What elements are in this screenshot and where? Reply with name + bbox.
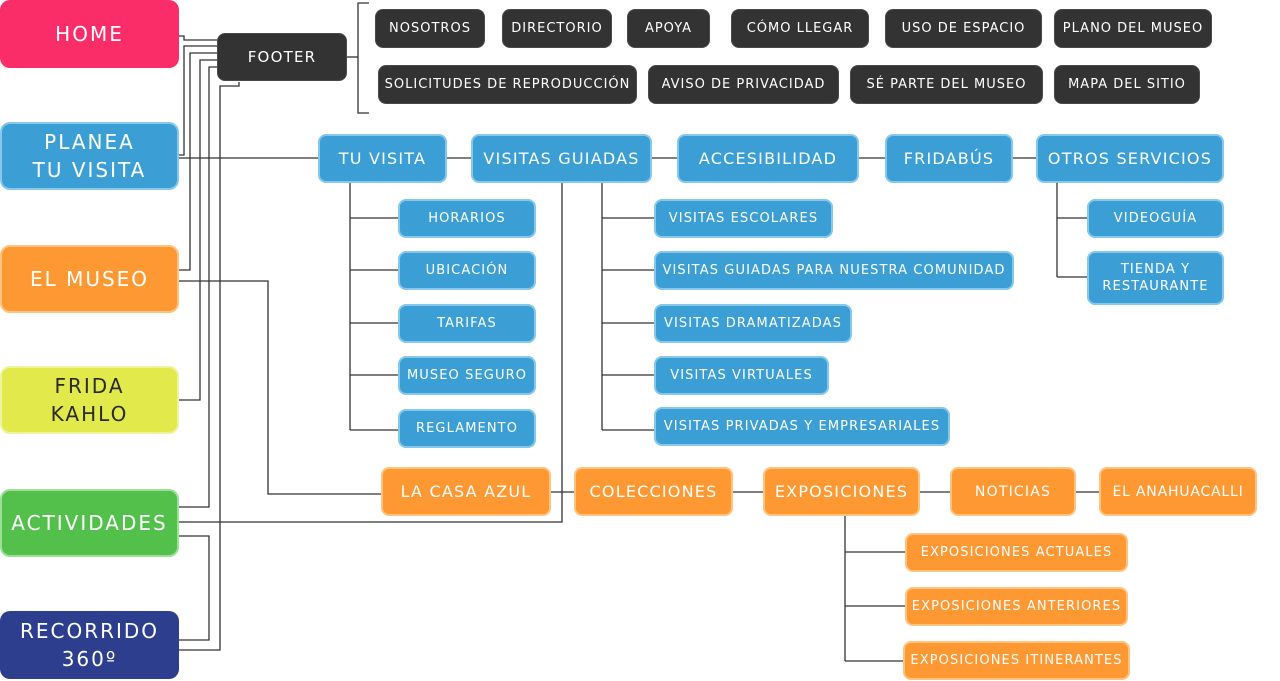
main-node-el-museo[interactable]: EL MUSEO	[0, 245, 179, 313]
main-node-recorrido-360[interactable]: RECORRIDO 360º	[0, 611, 179, 679]
exposiciones-item-anteriores[interactable]: EXPOSICIONES ANTERIORES	[905, 587, 1128, 626]
visitas-guiadas-item-escolares[interactable]: VISITAS ESCOLARES	[654, 199, 833, 238]
footer-item-como-llegar[interactable]: CÓMO LLEGAR	[731, 9, 869, 48]
main-node-frida-kahlo[interactable]: FRIDA KAHLO	[0, 366, 179, 434]
footer-item-solicitudes-de-reproduccion[interactable]: SOLICITUDES DE REPRODUCCIÓN	[378, 65, 637, 104]
main-node-actividades[interactable]: ACTIVIDADES	[0, 489, 179, 557]
main-node-planea-tu-visita[interactable]: PLANEA TU VISITA	[0, 122, 179, 190]
footer-item-apoya[interactable]: APOYA	[627, 9, 710, 48]
footer-item-nosotros[interactable]: NOSOTROS	[375, 9, 485, 48]
footer-node[interactable]: FOOTER	[217, 33, 347, 81]
footer-item-se-parte-del-museo[interactable]: SÉ PARTE DEL MUSEO	[850, 65, 1043, 104]
footer-item-directorio[interactable]: DIRECTORIO	[502, 9, 612, 48]
tu-visita-item-horarios[interactable]: HORARIOS	[398, 199, 536, 238]
planea-section-visitas-guiadas[interactable]: VISITAS GUIADAS	[471, 134, 652, 183]
main-node-home[interactable]: HOME	[0, 0, 179, 68]
museo-section-colecciones[interactable]: COLECCIONES	[574, 467, 733, 516]
footer-item-mapa-del-sitio[interactable]: MAPA DEL SITIO	[1054, 65, 1200, 104]
tu-visita-item-tarifas[interactable]: TARIFAS	[398, 304, 536, 343]
footer-item-plano-del-museo[interactable]: PLANO DEL MUSEO	[1054, 9, 1212, 48]
footer-item-uso-de-espacio[interactable]: USO DE ESPACIO	[885, 9, 1042, 48]
planea-section-accesibilidad[interactable]: ACCESIBILIDAD	[677, 134, 859, 183]
visitas-guiadas-item-comunidad[interactable]: VISITAS GUIADAS PARA NUESTRA COMUNIDAD	[654, 251, 1014, 290]
museo-section-el-anahuacalli[interactable]: EL ANAHUACALLI	[1099, 467, 1257, 516]
tu-visita-item-ubicacion[interactable]: UBICACIÓN	[398, 251, 536, 290]
otros-servicios-item-tienda-restaurante[interactable]: TIENDA Y RESTAURANTE	[1087, 251, 1224, 305]
museo-section-noticias[interactable]: NOTICIAS	[950, 467, 1076, 516]
visitas-guiadas-item-privadas[interactable]: VISITAS PRIVADAS Y EMPRESARIALES	[654, 407, 950, 446]
visitas-guiadas-item-virtuales[interactable]: VISITAS VIRTUALES	[654, 356, 829, 395]
tu-visita-item-museo-seguro[interactable]: MUSEO SEGURO	[398, 356, 536, 395]
museo-section-la-casa-azul[interactable]: LA CASA AZUL	[381, 467, 551, 516]
tu-visita-item-reglamento[interactable]: REGLAMENTO	[398, 409, 536, 448]
planea-section-tu-visita[interactable]: TU VISITA	[318, 134, 447, 183]
planea-section-otros-servicios[interactable]: OTROS SERVICIOS	[1036, 134, 1224, 183]
museo-section-exposiciones[interactable]: EXPOSICIONES	[763, 467, 920, 516]
exposiciones-item-itinerantes[interactable]: EXPOSICIONES ITINERANTES	[903, 641, 1130, 680]
planea-section-fridabus[interactable]: FRIDABÚS	[885, 134, 1013, 183]
exposiciones-item-actuales[interactable]: EXPOSICIONES ACTUALES	[905, 533, 1128, 572]
otros-servicios-item-videoguia[interactable]: VIDEOGUÍA	[1087, 199, 1224, 238]
visitas-guiadas-item-dramatizadas[interactable]: VISITAS DRAMATIZADAS	[654, 304, 852, 343]
footer-item-aviso-de-privacidad[interactable]: AVISO DE PRIVACIDAD	[648, 65, 839, 104]
